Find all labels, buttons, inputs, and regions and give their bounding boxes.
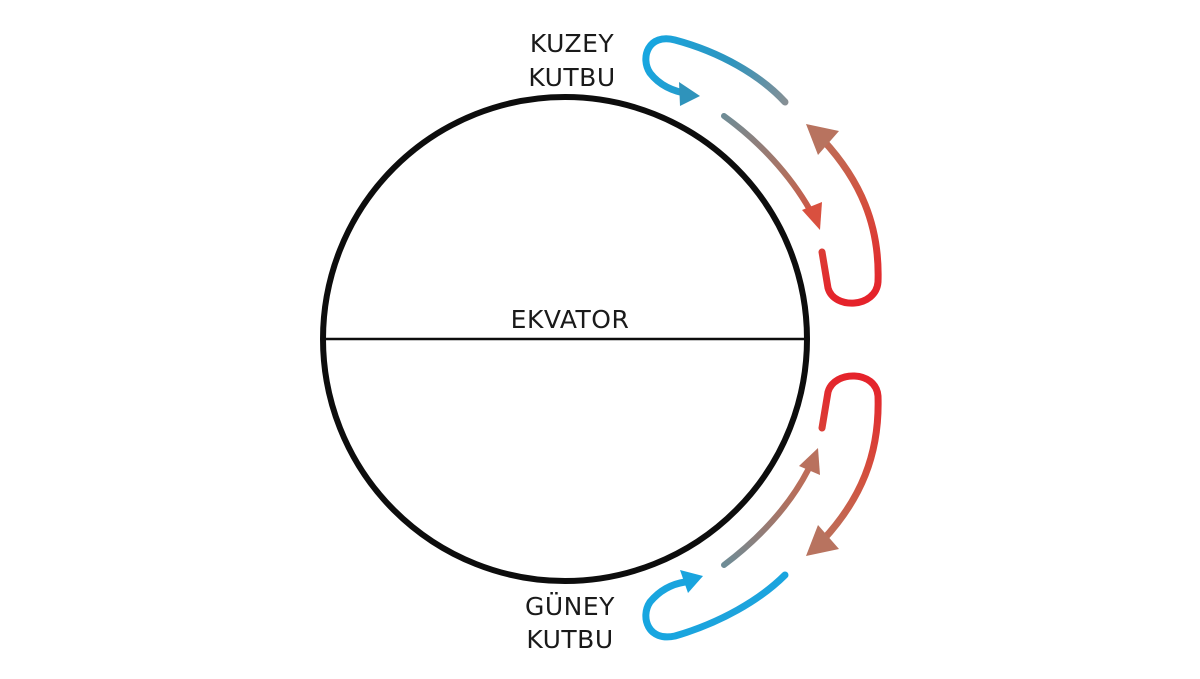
south-surface-flow-arrow	[721, 467, 811, 568]
south-pole-label-line1: GÜNEY	[525, 592, 615, 621]
south-pole-label-line2: KUTBU	[526, 625, 613, 654]
northern-circulation-cell	[642, 35, 882, 307]
north-cold-flow-arrow	[642, 35, 789, 106]
south-surface-arrowhead	[799, 448, 820, 475]
north-surface-flow-arrow	[721, 113, 813, 213]
north-cold-arrowhead	[679, 82, 700, 106]
southern-circulation-cell	[642, 372, 882, 641]
north-pole-label-line2: KUTBU	[528, 63, 615, 92]
north-surface-arrowhead	[802, 202, 822, 230]
south-cold-arrowhead	[680, 570, 703, 593]
south-cold-flow-arrow	[642, 571, 789, 641]
equator-label: EKVATOR	[511, 305, 630, 334]
north-pole-label-line1: KUZEY	[530, 29, 615, 58]
north-warm-flow-arrow	[818, 136, 882, 307]
south-warm-arrowhead	[806, 525, 839, 556]
north-warm-arrowhead	[806, 124, 839, 155]
south-warm-flow-arrow	[818, 372, 882, 544]
